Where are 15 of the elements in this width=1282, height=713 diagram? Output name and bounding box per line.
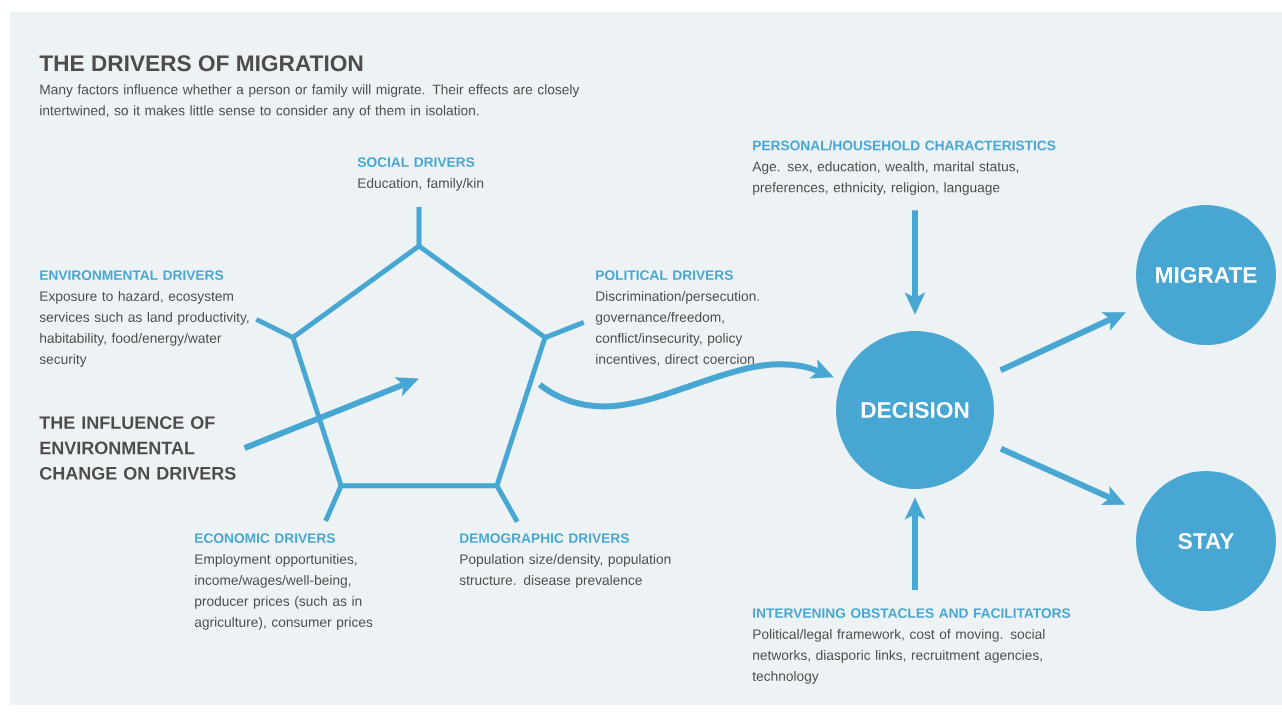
driver-label: PERSONAL/HOUSEHOLD CHARACTERISTICS Age. sex, education, wealth, marital status, preferences, ethnicity, religion, language	[752, 140, 1056, 196]
driver-label: SOCIAL DRIVERS Education, family/kin	[357, 157, 484, 191]
driver-label: INTERVENING OBSTACLES AND FACILITATORS Political/legal framework, cost of moving. social networks, diasporic links, recruitment agencies, technology	[752, 608, 1071, 684]
spoke-line	[323, 484, 344, 523]
driver-label: POLITICAL DRIVERS Discrimination/persecution. governance/freedom, conflict/insecurity, policy incentives, direct coercion	[595, 270, 759, 366]
spoke-line	[416, 206, 422, 246]
title: THE DRIVERS OF MIGRATION	[39, 55, 363, 72]
spoke-line	[255, 317, 295, 340]
spoke-line	[544, 320, 585, 340]
influence-label: THE INFLUENCE OF ENVIRONMENTAL CHANGE ON DRIVERS	[39, 416, 236, 480]
spoke-line	[494, 484, 520, 523]
driver-label: ENVIRONMENTAL DRIVERS Exposure to hazard, ecosystem services such as land productivity, habitability, food/energy/water security	[39, 270, 249, 367]
driver-label: ECONOMIC DRIVERS Employment opportunities, income/wages/well-being, producer prices (such as in agriculture), consumer prices	[194, 533, 373, 630]
driver-label: DEMOGRAPHIC DRIVERS Population size/density, population structure. disease prevalence	[459, 533, 671, 588]
subtitle: Many factors influence whether a person or family will migrate. Their effects are closely intertwined, so it makes little sense to consider any of them in isolation.	[40, 84, 580, 119]
